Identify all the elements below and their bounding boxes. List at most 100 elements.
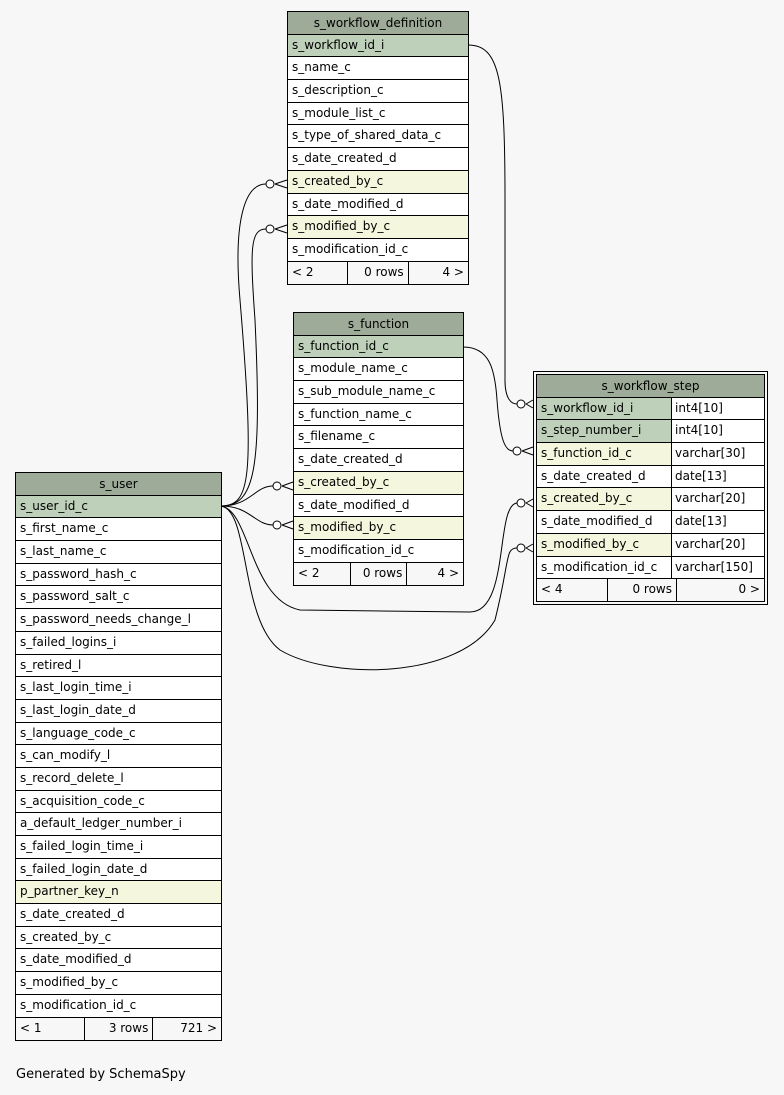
column-name: s_function_id_c [294, 335, 463, 358]
column-name: s_sub_module_name_c [298, 384, 436, 399]
column-row[interactable]: s_sub_module_name_c [294, 381, 463, 404]
column-name: s_user_id_c [16, 495, 221, 518]
column-row[interactable]: s_modified_by_c [294, 517, 463, 540]
table-header[interactable]: s_function [294, 313, 463, 336]
column-row[interactable]: s_modification_id_c [288, 239, 468, 262]
column-row[interactable]: s_can_modify_l [16, 745, 221, 768]
column-row[interactable]: s_filename_c [294, 426, 463, 450]
column-row[interactable]: s_date_created_d [288, 148, 468, 171]
column-row[interactable]: s_date_modified_d date[13] [537, 511, 764, 534]
optional-marker-icon [516, 498, 526, 508]
column-name: s_modified_by_c [20, 975, 119, 990]
table-header[interactable]: s_workflow_definition [288, 12, 468, 35]
column-name: s_type_of_shared_data_c [292, 128, 442, 143]
table-header[interactable]: s_workflow_step [537, 375, 764, 398]
children-link[interactable]: 0 > [676, 579, 764, 602]
column-row[interactable]: s_failed_login_time_i [16, 836, 221, 859]
column-name: s_language_code_c [20, 725, 136, 740]
children-link[interactable]: 4 > [407, 261, 468, 284]
column-row[interactable]: s_date_modified_d [16, 949, 221, 973]
generated-by-credit: Generated by SchemaSpy [16, 1067, 186, 1082]
parents-link[interactable]: < 4 [541, 582, 563, 597]
column-name: s_date_modified_d [20, 952, 132, 967]
column-name: s_modification_id_c [541, 559, 658, 574]
column-name: s_date_modified_d [298, 497, 410, 512]
column-row[interactable]: s_retired_l [16, 655, 221, 678]
optional-marker-icon [265, 224, 275, 234]
column-row[interactable]: s_workflow_id_i [288, 34, 468, 58]
column-row[interactable]: s_last_login_date_d [16, 700, 221, 723]
column-row[interactable]: s_date_created_d [16, 904, 221, 927]
column-name: s_function_name_c [298, 406, 412, 421]
column-row[interactable]: s_created_by_c [294, 471, 463, 495]
column-row[interactable]: s_created_by_c [288, 170, 468, 194]
column-row[interactable]: s_user_id_c [16, 495, 221, 519]
column-row[interactable]: s_first_name_c [16, 518, 221, 542]
column-row[interactable]: s_created_by_c [16, 927, 221, 950]
column-row[interactable]: s_date_created_d [294, 449, 463, 472]
column-row[interactable]: p_partner_key_n [16, 881, 221, 905]
column-row[interactable]: s_modification_id_c [16, 995, 221, 1018]
table-header[interactable]: s_user [16, 473, 221, 496]
column-name: s_password_hash_c [20, 566, 137, 581]
column-name: s_modification_id_c [292, 241, 409, 256]
column-row[interactable]: s_module_list_c [288, 103, 468, 126]
parents-link[interactable]: < 2 [298, 565, 320, 580]
column-row[interactable]: s_function_id_c [294, 335, 463, 359]
column-row[interactable]: s_modification_id_c [294, 540, 463, 563]
edge-user-to-function-created-by [220, 485, 274, 507]
column-type: varchar[20] [671, 533, 764, 556]
column-row[interactable]: s_failed_login_date_d [16, 859, 221, 882]
column-row[interactable]: s_date_modified_d [288, 194, 468, 217]
column-row[interactable]: s_acquisition_code_c [16, 791, 221, 814]
column-name: s_step_number_i [537, 420, 671, 443]
column-type: date[13] [671, 511, 764, 533]
column-name: s_created_by_c [537, 488, 671, 511]
column-row[interactable]: s_type_of_shared_data_c [288, 125, 468, 149]
column-name: s_failed_login_date_d [20, 861, 148, 876]
optional-marker-icon [512, 446, 522, 456]
column-row[interactable]: s_function_name_c [294, 404, 463, 427]
column-row[interactable]: s_language_code_c [16, 723, 221, 746]
column-row[interactable]: a_default_ledger_number_i [16, 813, 221, 836]
parents-link[interactable]: < 2 [292, 264, 314, 279]
column-row[interactable]: s_last_name_c [16, 541, 221, 564]
column-row[interactable]: s_password_needs_change_l [16, 609, 221, 632]
column-name: s_first_name_c [20, 521, 109, 536]
row-count: 3 rows [83, 1017, 153, 1040]
column-name: s_modified_by_c [294, 517, 463, 539]
children-link[interactable]: 721 > [152, 1017, 221, 1040]
column-name: s_date_modified_d [541, 514, 653, 529]
column-row[interactable]: s_password_hash_c [16, 564, 221, 587]
column-row[interactable]: s_date_modified_d [294, 495, 463, 518]
column-row[interactable]: s_record_delete_l [16, 768, 221, 791]
column-row[interactable]: s_module_name_c [294, 358, 463, 382]
children-link[interactable]: 4 > [406, 562, 463, 585]
column-name: s_acquisition_code_c [20, 793, 145, 808]
column-row[interactable]: s_password_salt_c [16, 586, 221, 610]
edge-user-to-definition-created-by [220, 183, 267, 507]
column-type: date[13] [671, 465, 764, 488]
column-name: s_created_by_c [20, 929, 112, 944]
column-row[interactable]: s_name_c [288, 57, 468, 81]
column-row[interactable]: s_last_login_time_i [16, 677, 221, 700]
column-row[interactable]: s_failed_logins_i [16, 632, 221, 655]
edge-workflow-definition-to-step [467, 44, 518, 405]
column-name: s_function_id_c [537, 443, 671, 465]
parents-link[interactable]: < 1 [20, 1020, 42, 1035]
column-row[interactable]: s_description_c [288, 80, 468, 103]
column-row[interactable]: s_modified_by_c [16, 972, 221, 995]
edge-user-to-definition-modified-by [220, 228, 267, 507]
column-row[interactable]: s_modified_by_c [288, 216, 468, 239]
